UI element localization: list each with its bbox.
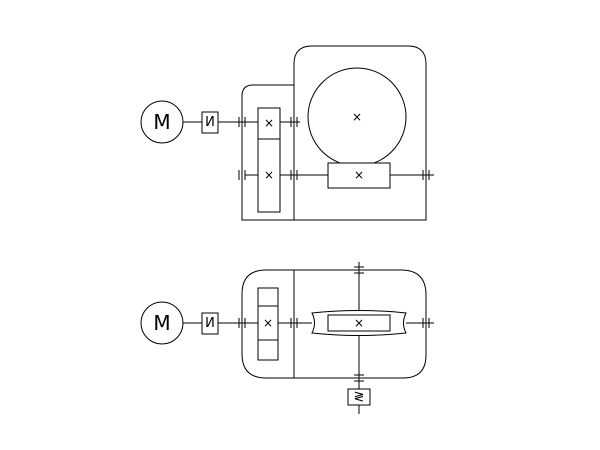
top-gear-mark-1: × xyxy=(264,116,274,130)
bottom-worm-mark: × xyxy=(354,316,364,330)
top-worm-mark: × xyxy=(354,168,364,182)
top-coupling: И xyxy=(201,111,219,134)
top-housing-left xyxy=(241,84,294,221)
top-worm-wheel-mark: × xyxy=(352,110,362,124)
top-housing-right xyxy=(293,45,427,221)
top-motor: M xyxy=(140,100,184,144)
top-worm xyxy=(327,162,391,189)
bottom-motor-label: M xyxy=(153,311,170,335)
bottom-brake-symbol: ≷ xyxy=(354,390,365,405)
top-scheme: M И × × xyxy=(140,45,434,221)
bottom-gear-mark-1: × xyxy=(263,316,273,330)
top-bearing-left-upper xyxy=(238,117,246,127)
top-gear-stack xyxy=(257,107,281,213)
top-coupling-symbol: И xyxy=(205,115,215,130)
bottom-brake-box xyxy=(347,388,371,406)
bottom-coupling-symbol: И xyxy=(205,316,215,331)
bottom-bearing-top xyxy=(354,266,364,274)
bottom-motor: M xyxy=(140,301,184,345)
bottom-coupling: И xyxy=(201,312,219,335)
bottom-bearing-left xyxy=(238,318,246,328)
bottom-worm-core xyxy=(327,314,391,332)
bottom-scheme: M И × xyxy=(140,262,434,414)
bottom-housing xyxy=(241,269,427,379)
top-motor-label: M xyxy=(153,110,170,134)
bottom-bearing-bottom xyxy=(354,374,364,382)
top-gear-mark-2: × xyxy=(264,168,274,182)
